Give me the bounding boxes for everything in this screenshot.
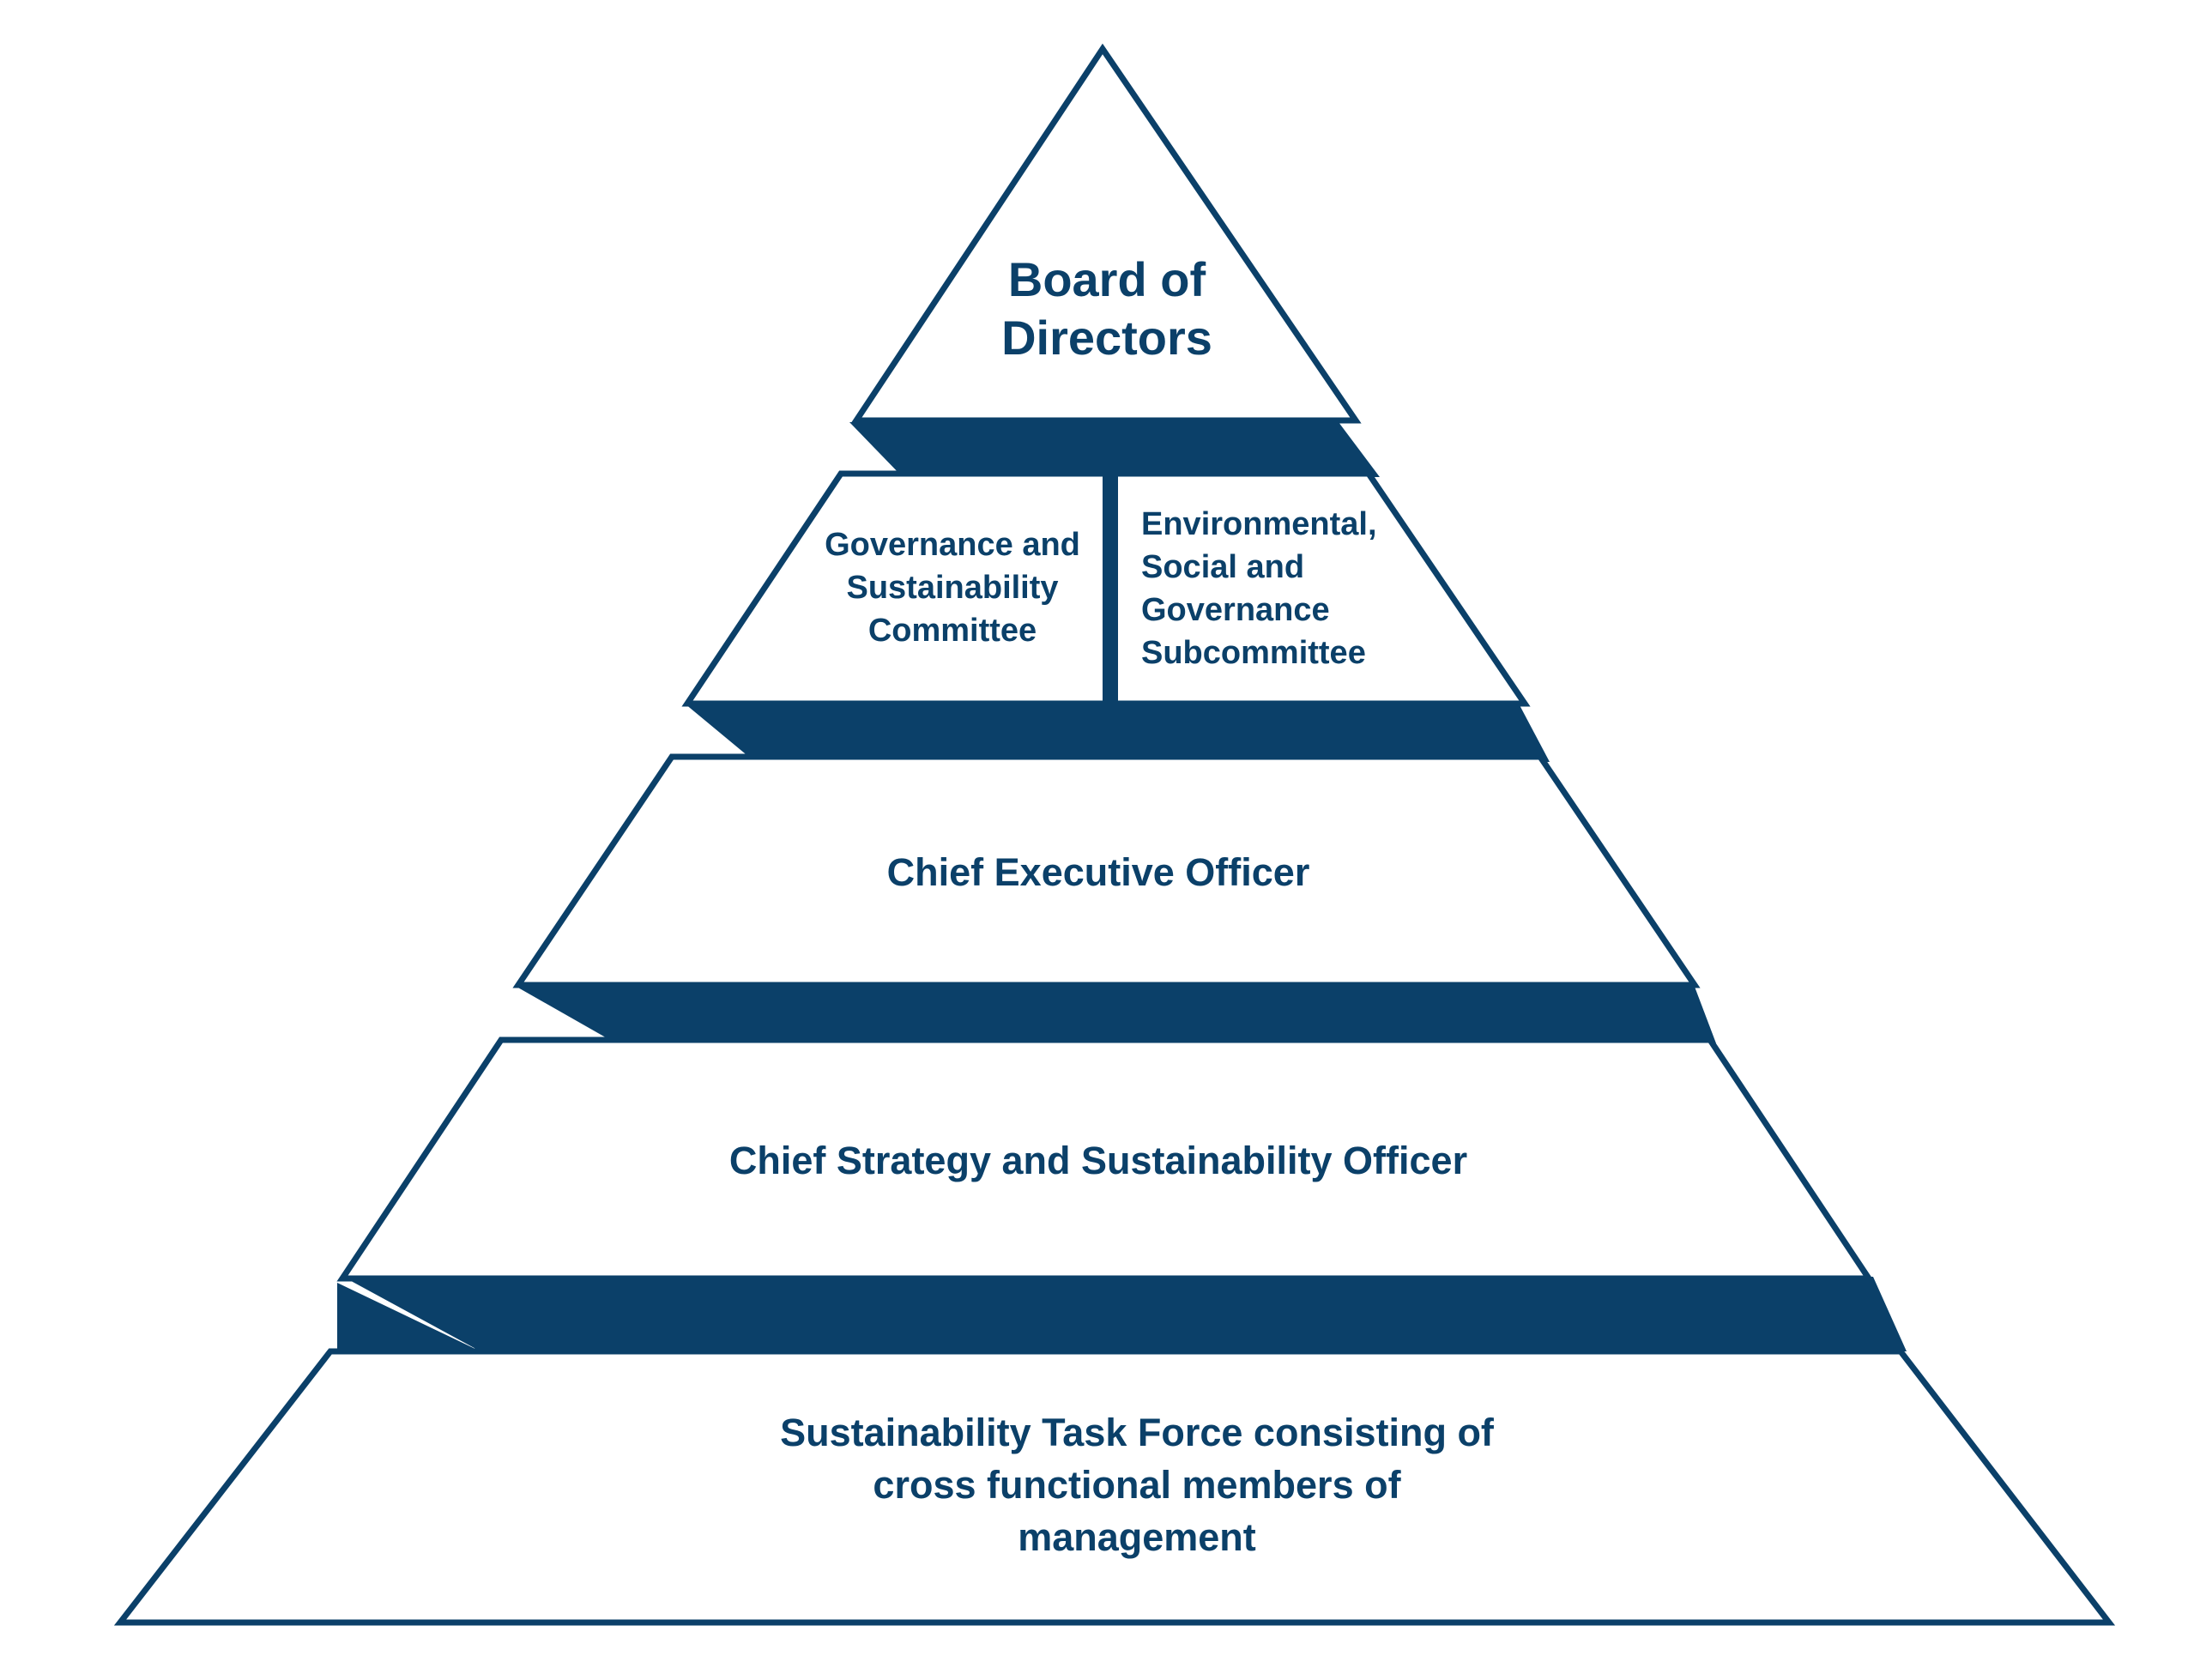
chief-strategy-sustainability-officer-label: Chief Strategy and Sustainability Office… bbox=[728, 1139, 1468, 1182]
committee-divider bbox=[1103, 474, 1118, 704]
connector-band-3 bbox=[517, 987, 1716, 1043]
connector-band-2 bbox=[685, 704, 1550, 762]
connector-band-4 bbox=[343, 1277, 1907, 1351]
esg-subcommittee-line-3: Governance bbox=[1141, 592, 1330, 629]
connector-band-1 bbox=[849, 422, 1380, 477]
board-of-directors-line-1: Board of bbox=[1007, 252, 1206, 306]
esg-subcommittee-line-4: Subcommittee bbox=[1141, 635, 1366, 672]
task-force-line-1: Sustainability Task Force consisting of bbox=[780, 1411, 1494, 1454]
tier-ceo bbox=[512, 753, 1701, 988]
tier-task-force bbox=[113, 1348, 2116, 1626]
tier-board-of-directors bbox=[850, 43, 1362, 424]
sustainability-task-force-label: Sustainability Task Force consisting of … bbox=[704, 1407, 1570, 1563]
gov-committee-line-3: Committee bbox=[867, 613, 1037, 650]
task-force-line-3: management bbox=[1018, 1514, 1256, 1559]
esg-subcommittee-line-2: Social and bbox=[1141, 549, 1305, 586]
board-of-directors-label: Board of Directors bbox=[970, 251, 1244, 368]
task-force-line-2: cross functional members of bbox=[873, 1462, 1401, 1507]
esg-subcommittee-label: Environmental, Social and Governance Sub… bbox=[1141, 503, 1424, 675]
connector-band-5 bbox=[337, 1283, 481, 1351]
board-of-directors-line-2: Directors bbox=[1001, 311, 1212, 366]
governance-sustainability-committee-label: Governance and Sustainability Committee bbox=[807, 523, 1098, 652]
gov-committee-line-2: Sustainability bbox=[846, 570, 1059, 607]
tier-cso bbox=[336, 1036, 1875, 1282]
esg-subcommittee-line-1: Environmental, bbox=[1141, 506, 1377, 542]
chief-executive-officer-label: Chief Executive Officer bbox=[886, 850, 1310, 894]
gov-committee-line-1: Governance and bbox=[825, 527, 1080, 563]
